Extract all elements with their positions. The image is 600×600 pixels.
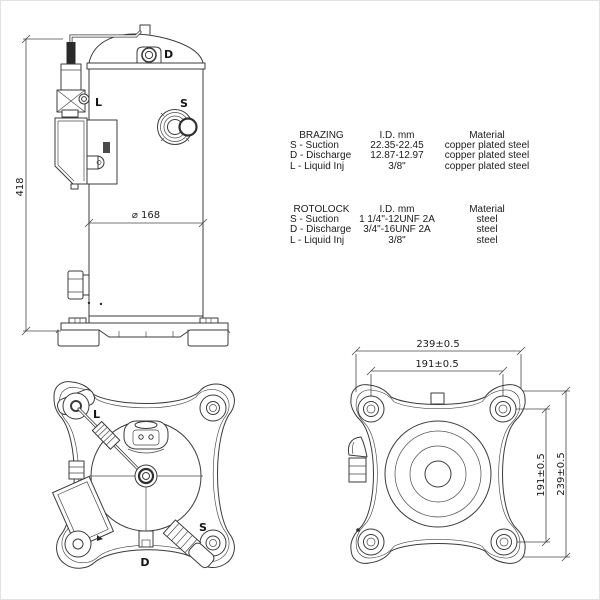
column-header: BRAZING	[299, 130, 344, 141]
width-outer-label: 239±0.5	[416, 339, 459, 350]
discharge-stub-top	[138, 530, 154, 548]
discharge-label: D	[164, 48, 173, 61]
side-view-drawing: 418 D	[9, 6, 259, 356]
table-cell: copper plated steel	[444, 150, 530, 162]
footprint-view-drawing: 239±0.5 191±0.5 191±0.5 239±0.5	[334, 334, 590, 594]
table-cell: L - Liquid Inj	[290, 234, 345, 246]
center-hub	[134, 464, 158, 488]
center-boss	[384, 420, 492, 528]
width-outer-dimension: 239±0.5	[351, 339, 526, 392]
table-cell: 3/8"	[388, 160, 406, 172]
diameter-dimension: ⌀ 168	[84, 210, 208, 228]
suction-label: S	[199, 521, 207, 534]
width-bolt-dimension: 191±0.5	[366, 359, 508, 400]
table-cell: copper plated steel	[444, 140, 530, 152]
suction-label: S	[180, 97, 188, 110]
liquid-label: L	[95, 96, 102, 109]
diameter-dimension-label: ⌀ 168	[132, 210, 160, 221]
brazing-table: BRAZING I.D. mm Material S - Suction 22.…	[290, 130, 533, 172]
liquid-fitting-bottom	[347, 436, 368, 532]
height-bolt-label: 191±0.5	[536, 453, 547, 496]
table-cell: S - Suction	[290, 214, 339, 226]
table-cell: steel	[476, 214, 498, 226]
table-cell: 22.35-22.45	[370, 140, 424, 152]
table-cell: 12.87-12.97	[370, 150, 424, 162]
mounting-plate-outline	[53, 381, 235, 569]
table-cell: L - Liquid Inj	[290, 160, 345, 172]
column-header: I.D. mm	[379, 204, 415, 215]
liquid-label: L	[93, 408, 100, 421]
rotolock-table: ROTOLOCK I.D. mm Material S - Suction 1 …	[290, 204, 533, 246]
discharge-label: D	[140, 556, 149, 569]
mounting-base	[55, 315, 231, 347]
table-cell: steel	[476, 234, 498, 246]
table-cell: S - Suction	[290, 140, 339, 152]
table-cell: copper plated steel	[444, 160, 530, 172]
table-cell: D - Discharge	[290, 150, 352, 162]
width-bolt-label: 191±0.5	[415, 359, 458, 370]
table-cell: D - Discharge	[290, 224, 352, 236]
table-cell: 3/8"	[388, 234, 406, 246]
height-dimension: 418	[15, 34, 63, 336]
junction-box	[54, 117, 118, 190]
side-fitting	[68, 460, 85, 480]
column-header: Material	[469, 130, 505, 141]
discharge-bracket-top	[123, 420, 169, 454]
column-header: ROTOLOCK	[293, 204, 350, 215]
height-outer-dimension: 239±0.5	[523, 386, 571, 562]
column-header: I.D. mm	[379, 130, 415, 141]
suction-fitting-top	[162, 519, 215, 569]
liquid-injection-pipe-top	[77, 407, 144, 475]
liquid-injection-valve	[56, 42, 90, 123]
height-outer-label: 239±0.5	[556, 452, 567, 495]
height-bolt-dimension: 191±0.5	[512, 404, 551, 547]
discharge-port	[136, 46, 162, 64]
suction-port	[157, 109, 198, 145]
column-header: Material	[469, 204, 505, 215]
top-view-drawing: L S	[29, 374, 264, 594]
height-dimension-label: 418	[15, 177, 26, 196]
bolt-holes	[357, 395, 518, 556]
junction-box-top	[52, 475, 114, 549]
table-cell: steel	[476, 224, 498, 236]
oil-fitting	[67, 270, 103, 306]
table-cell: 3/4"-16UNF 2A	[363, 224, 431, 236]
baseplate-outline	[350, 384, 526, 564]
table-cell: 1 1/4"-12UNF 2A	[359, 214, 435, 226]
